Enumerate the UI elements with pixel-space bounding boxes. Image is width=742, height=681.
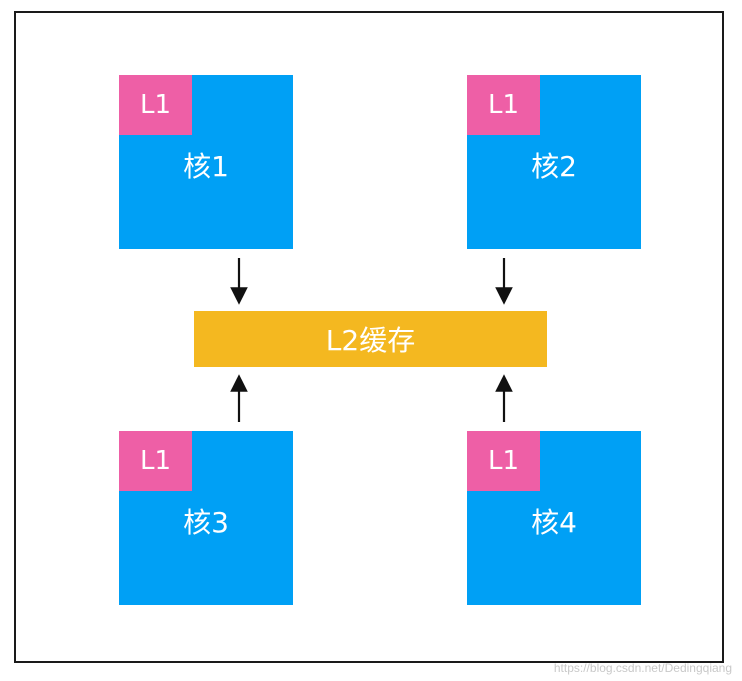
core-1-block: L1 核1 bbox=[119, 75, 293, 249]
core-4-block: L1 核4 bbox=[467, 431, 641, 605]
core-2-label: 核2 bbox=[531, 150, 577, 183]
l2-cache-block: L2缓存 bbox=[194, 311, 547, 367]
core-1-label: 核1 bbox=[183, 150, 229, 183]
core-3-label: 核3 bbox=[183, 506, 229, 539]
watermark-text: https://blog.csdn.net/Dedingqiang bbox=[553, 661, 732, 675]
core-4-label: 核4 bbox=[531, 506, 577, 539]
core-2-l1-cache: L1 bbox=[467, 75, 540, 135]
core-1-l1-cache: L1 bbox=[119, 75, 192, 135]
core-4-l1-cache: L1 bbox=[467, 431, 540, 491]
core-3-l1-cache: L1 bbox=[119, 431, 192, 491]
core-2-block: L1 核2 bbox=[467, 75, 641, 249]
core-3-block: L1 核3 bbox=[119, 431, 293, 605]
